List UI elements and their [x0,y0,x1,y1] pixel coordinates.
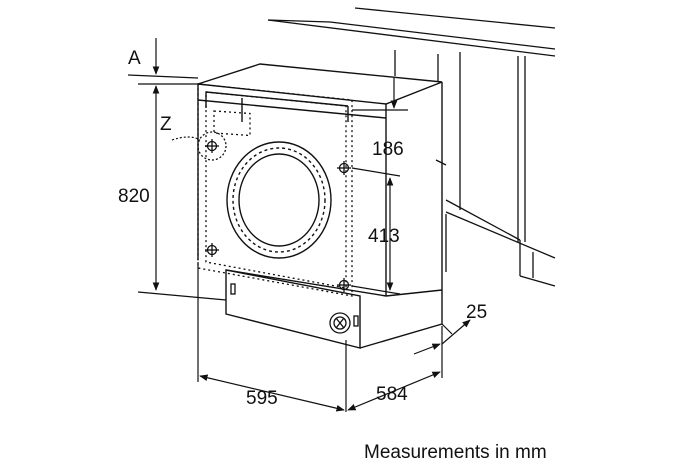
kitchen-cabinet [267,7,556,287]
fixing-holes [197,131,351,292]
label-a: A [128,48,141,69]
dimension-lines [127,38,471,412]
dimension-height: 820 [118,186,150,207]
fixing-hole-top-right [337,161,351,175]
dimension-width: 595 [246,388,278,409]
dimension-depth-offset: 25 [466,302,487,323]
plinth-details [230,283,359,334]
dimension-depth: 584 [376,384,408,405]
washing-machine [197,63,443,349]
fixing-hole-bottom-left [205,243,219,257]
label-z: Z [160,114,172,135]
detail-z-circle [197,131,227,161]
measurement-caption: Measurements in mm [364,442,547,463]
fixing-hole-top-left [205,139,219,153]
dimension-top-offset: 186 [372,139,404,160]
front-panel-outline [197,83,353,297]
door [226,141,332,259]
dimension-hole-spacing: 413 [368,226,400,247]
fixing-hole-bottom-right [337,278,351,292]
